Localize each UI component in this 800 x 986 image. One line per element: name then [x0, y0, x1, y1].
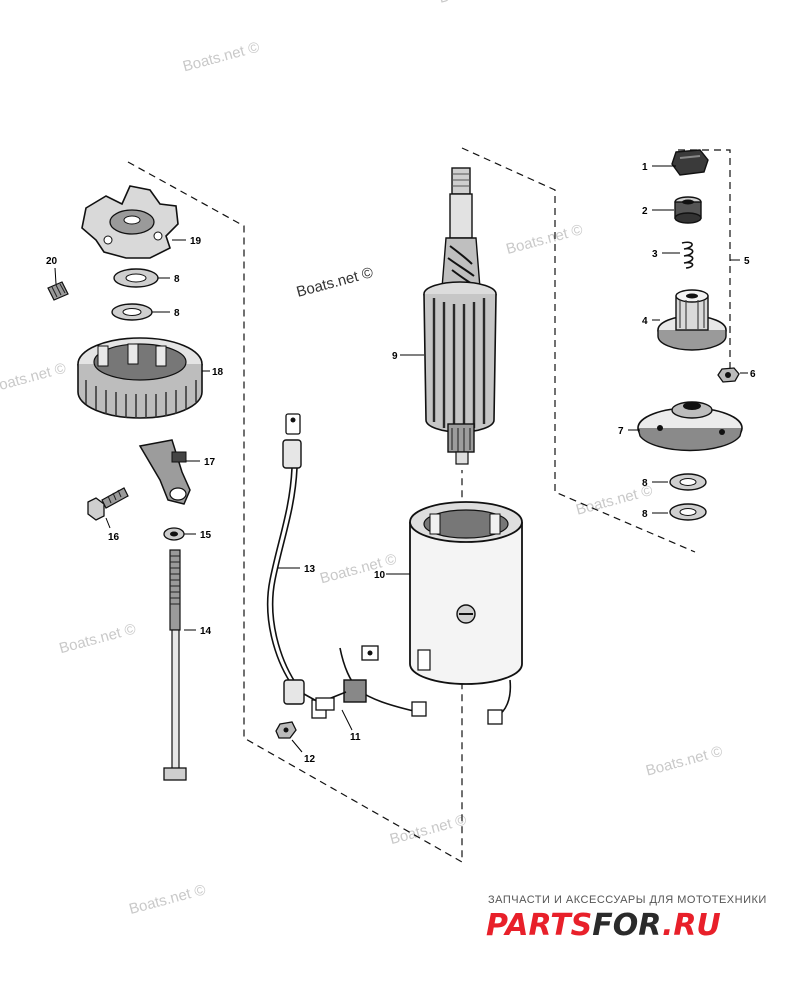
drive-pinion-icon [657, 289, 727, 351]
callout-9: 9 [392, 351, 398, 362]
assembly-guide-lines [127, 147, 731, 864]
callout-8: 8 [174, 274, 180, 285]
washer-icon [111, 303, 153, 321]
callout-17: 17 [204, 457, 216, 468]
brand-logo: PARTSFOR.RU [486, 908, 721, 943]
brand-tagline: ЗАПЧАСТИ И АКСЕССУАРЫ ДЛЯ МОТОТЕХНИКИ [488, 894, 767, 906]
bolt-icon [87, 487, 129, 521]
callout-4: 4 [642, 316, 648, 327]
magnet-housing-icon [77, 337, 203, 419]
callout-13: 13 [304, 564, 316, 575]
callout-12: 12 [304, 754, 316, 765]
washer-icon [669, 473, 707, 491]
brand-name-for: FOR [592, 908, 662, 943]
callout-7: 7 [618, 426, 624, 437]
through-bolt-icon [163, 549, 187, 781]
callout-14: 14 [200, 626, 212, 637]
lock-nut-icon [163, 527, 185, 541]
frame-icon [409, 501, 523, 685]
callout-8: 8 [642, 509, 648, 520]
spacer-icon [674, 196, 702, 224]
hex-nut-icon [671, 149, 709, 176]
callout-8: 8 [642, 478, 648, 489]
end-cap-icon [637, 401, 743, 452]
watermarks: Boats.net © Boats.net © Boats.net © Boat… [0, 0, 724, 918]
brand-name-parts: PARTS [486, 908, 592, 943]
washer-icon [113, 268, 159, 288]
brush-plate-icon [81, 185, 179, 259]
watermark: Boats.net © [181, 39, 261, 76]
watermark: Boats.net © [0, 360, 68, 397]
spring-icon [681, 241, 694, 269]
brand-name-ru: .RU [662, 908, 721, 943]
watermark: Boats.net © [127, 881, 207, 918]
washer-icon [669, 503, 707, 521]
callout-18: 18 [212, 367, 224, 378]
callout-16: 16 [108, 532, 120, 543]
callout-numbers: 1 2 3 4 5 6 7 8 8 9 10 11 12 13 14 15 16… [46, 162, 756, 765]
callout-20: 20 [46, 256, 58, 267]
armature-icon [423, 167, 497, 465]
callout-leaders [54, 165, 748, 753]
callout-3: 3 [652, 249, 658, 260]
lock-nut-icon [717, 367, 740, 383]
brand-footer: ЗАПЧАСТИ И АКСЕССУАРЫ ДЛЯ МОТОТЕХНИКИ PA… [486, 894, 767, 943]
watermark: Boats.net © [644, 743, 724, 780]
callout-1: 1 [642, 162, 648, 173]
watermark: Boats.net © [437, 0, 517, 7]
watermark: Boats.net © [57, 620, 137, 657]
callout-10: 10 [374, 570, 386, 581]
callout-19: 19 [190, 236, 202, 247]
callout-11: 11 [350, 732, 361, 743]
callout-6: 6 [750, 369, 756, 380]
callout-5: 5 [744, 256, 750, 267]
bracket-icon [138, 439, 191, 505]
callout-8: 8 [174, 308, 180, 319]
watermark-center: Boats.net © [295, 264, 375, 301]
watermark: Boats.net © [0, 109, 1, 146]
set-screw-icon [47, 281, 69, 301]
watermark: Boats.net © [504, 221, 584, 258]
callout-15: 15 [200, 530, 212, 541]
callout-2: 2 [642, 206, 648, 217]
lead-wire-icon [266, 413, 335, 739]
watermark: Boats.net © [318, 551, 398, 588]
